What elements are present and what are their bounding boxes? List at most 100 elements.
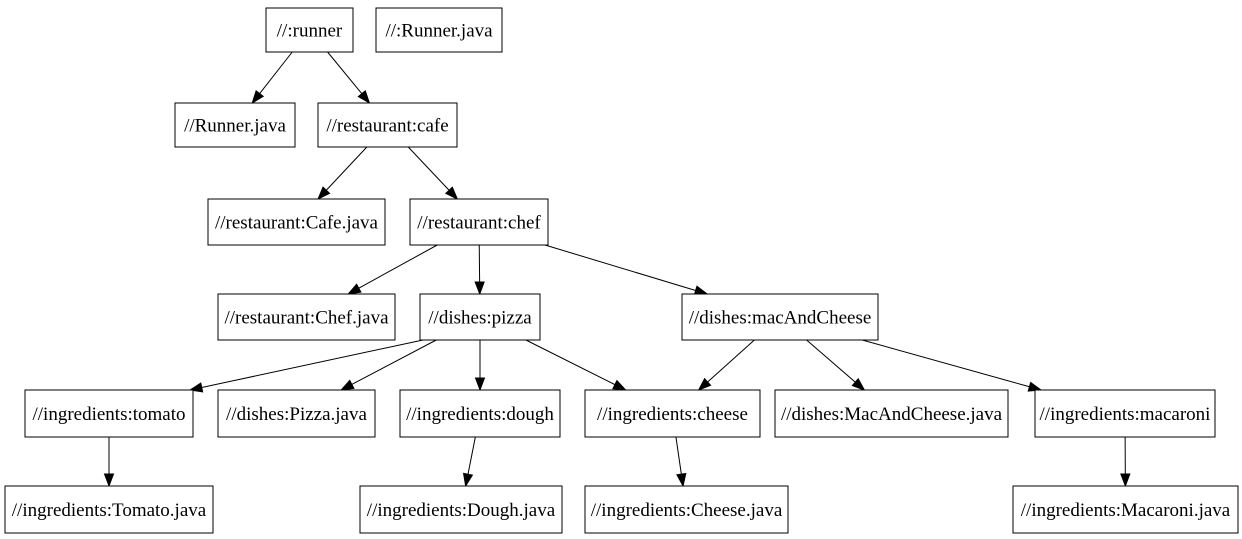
edge-chef-to-chef_java <box>347 244 438 295</box>
node-box <box>774 389 1009 438</box>
node-box <box>681 293 879 341</box>
node-box <box>375 7 503 53</box>
node-box <box>584 485 789 534</box>
edge-line <box>325 146 368 191</box>
graph-node-cheese: //ingredients:cheese <box>584 389 761 438</box>
edge-arrowhead-icon <box>612 379 627 391</box>
graph-node-tomato: //ingredients:tomato <box>24 389 194 438</box>
node-box <box>217 389 376 438</box>
edge-tomato-to-tomato_java <box>103 437 115 488</box>
node-label: //dishes:Pizza.java <box>226 404 367 425</box>
edge-line <box>544 244 696 292</box>
edge-pizza-to-tomato <box>188 339 424 393</box>
graph-node-dough_java: //ingredients:Dough.java <box>359 485 563 534</box>
edge-line <box>467 436 476 475</box>
edge-arrowhead-icon <box>347 283 362 295</box>
node-label: //ingredients:Tomato.java <box>12 500 207 521</box>
edge-line <box>351 339 437 385</box>
node-box <box>399 389 561 438</box>
edge-arrowhead-icon <box>1120 473 1131 488</box>
node-box <box>207 198 386 246</box>
node-box <box>24 389 194 438</box>
node-box <box>4 485 214 534</box>
node-label: //ingredients:Cheese.java <box>591 500 783 521</box>
node-label: //restaurant:Chef.java <box>224 308 389 329</box>
edge-cafe-to-cafe_java <box>317 146 368 201</box>
graph-node-cafe_java: //restaurant:Cafe.java <box>207 198 386 246</box>
edge-arrowhead-icon <box>474 377 486 392</box>
edge-line <box>806 339 856 383</box>
edge-arrowhead-icon <box>357 90 371 105</box>
node-label: //restaurant:chef <box>417 213 541 234</box>
edge-arrowhead-icon <box>103 473 115 488</box>
edge-runner-to-runner_java <box>251 51 293 105</box>
edge-arrowhead-icon <box>251 89 265 105</box>
edge-line <box>327 51 363 95</box>
graph-node-macaroni: //ingredients:macaroni <box>1034 389 1216 438</box>
edge-line <box>407 146 450 191</box>
edge-pizza-to-dough <box>474 340 486 392</box>
node-label: //dishes:MacAndCheese.java <box>781 404 1003 425</box>
graph-node-cafe: //restaurant:cafe <box>317 102 458 148</box>
node-label: //ingredients:tomato <box>32 404 185 425</box>
node-box <box>265 7 354 53</box>
graph-node-pizza_java: //dishes:Pizza.java <box>217 389 376 438</box>
edge-arrowhead-icon <box>339 379 355 391</box>
edge-line <box>259 51 293 94</box>
edge-arrowhead-icon <box>676 472 687 488</box>
graph-node-mac_and_cheese: //dishes:macAndCheese <box>681 293 879 341</box>
node-box <box>1034 389 1216 438</box>
node-label: //ingredients:dough <box>406 404 554 425</box>
edge-line <box>525 339 616 386</box>
node-label: //ingredients:cheese <box>597 404 748 425</box>
node-box <box>1012 485 1239 534</box>
node-box <box>419 293 541 341</box>
edge-pizza-to-cheese <box>525 339 627 391</box>
node-label: //:Runner.java <box>385 21 493 42</box>
edge-macaroni-to-macaroni_java <box>1120 436 1131 488</box>
edge-arrowhead-icon <box>462 472 474 488</box>
node-label: //restaurant:cafe <box>326 116 448 137</box>
graph-node-macaroni_java: //ingredients:Macaroni.java <box>1012 485 1239 534</box>
edge-arrowhead-icon <box>474 281 485 296</box>
node-label: //dishes:macAndCheese <box>689 308 872 329</box>
edge-mac_and_cheese-to-macaroni <box>862 339 1043 392</box>
node-label: //ingredients:Macaroni.java <box>1021 500 1231 521</box>
edge-arrowhead-icon <box>851 377 866 391</box>
graph-node-runner_java_root: //:Runner.java <box>375 7 503 53</box>
node-label: //restaurant:Cafe.java <box>215 213 379 234</box>
edge-line <box>707 339 755 383</box>
edge-line <box>862 339 1030 388</box>
edge-chef-to-mac_and_cheese <box>544 244 709 296</box>
graph-node-pizza: //dishes:pizza <box>419 293 541 341</box>
edge-cheese-to-cheese_java <box>675 436 687 488</box>
edge-line <box>358 244 438 289</box>
edge-runner-to-cafe <box>327 51 371 105</box>
edge-arrowhead-icon <box>697 377 712 391</box>
edge-arrowhead-icon <box>317 186 331 201</box>
node-box <box>584 389 761 438</box>
node-box <box>409 198 549 246</box>
edge-mac_and_cheese-to-mac_and_cheese_java <box>806 339 866 391</box>
node-label: //ingredients:Dough.java <box>367 500 556 521</box>
edge-arrowhead-icon <box>444 186 459 201</box>
node-label: //Runner.java <box>184 116 286 137</box>
node-label: //ingredients:macaroni <box>1040 404 1211 425</box>
graph-node-dough: //ingredients:dough <box>399 389 561 438</box>
edge-line <box>201 339 424 388</box>
edge-line <box>675 436 682 475</box>
edge-cafe-to-chef <box>407 146 459 201</box>
node-box <box>359 485 563 534</box>
node-box <box>317 102 458 148</box>
node-box <box>217 293 396 341</box>
graph-node-tomato_java: //ingredients:Tomato.java <box>4 485 214 534</box>
edge-chef-to-pizza <box>474 244 485 296</box>
edge-pizza-to-pizza_java <box>339 339 437 391</box>
node-label: //:runner <box>277 21 343 42</box>
graph-node-chef: //restaurant:chef <box>409 198 549 246</box>
graph-node-chef_java: //restaurant:Chef.java <box>217 293 396 341</box>
edge-dough-to-dough_java <box>462 436 476 488</box>
graph-node-cheese_java: //ingredients:Cheese.java <box>584 485 789 534</box>
